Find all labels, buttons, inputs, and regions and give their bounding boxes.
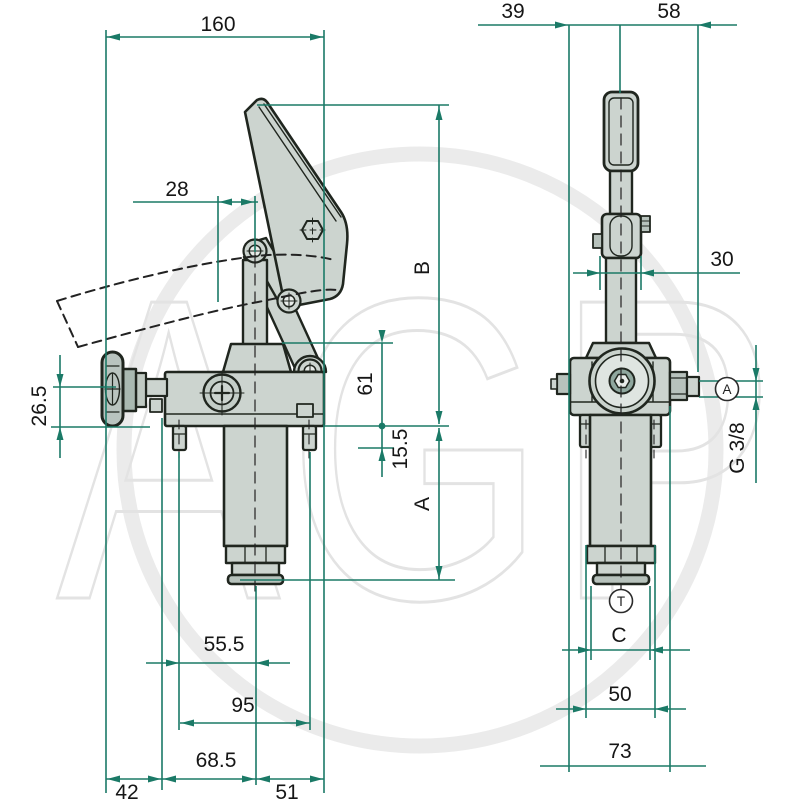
left-view bbox=[56, 97, 349, 593]
dim-28-label: 28 bbox=[165, 178, 188, 201]
body-step-left bbox=[149, 398, 163, 413]
boss-cross bbox=[213, 384, 231, 402]
clevis-bolt-lines bbox=[640, 220, 651, 227]
dim-160-label: 160 bbox=[200, 13, 235, 36]
release-knob bbox=[100, 350, 169, 428]
pump-bonnet bbox=[221, 342, 293, 374]
dim-15.5-label: 15.5 bbox=[389, 429, 412, 470]
left-plug bbox=[555, 372, 572, 396]
dim-61-label: 61 bbox=[354, 372, 377, 395]
dim-55.5-label: 55.5 bbox=[204, 633, 245, 656]
dim-51-label: 51 bbox=[275, 781, 298, 800]
stud-centerlines bbox=[178, 419, 310, 459]
dim-68.5-label: 68.5 bbox=[196, 749, 237, 772]
left-plug-pin bbox=[550, 378, 558, 390]
dim-A-label: A bbox=[411, 497, 434, 511]
port-balloons: A T bbox=[608, 376, 740, 614]
watermark: AGP bbox=[55, 146, 783, 754]
hex-bolt-centermark bbox=[299, 217, 326, 243]
knob-marks bbox=[104, 365, 121, 413]
lever-edge-line bbox=[258, 106, 337, 222]
lever-edge-line-2 bbox=[263, 103, 342, 218]
dim-B-label: B bbox=[411, 261, 434, 275]
body-step-right bbox=[296, 403, 314, 418]
watermark-letters: AGP bbox=[56, 209, 783, 690]
dim-95-label: 95 bbox=[231, 694, 254, 717]
watermark-ring bbox=[116, 146, 724, 754]
front-stud-centerlines bbox=[585, 419, 655, 459]
clevis-bolt-right bbox=[640, 215, 651, 233]
dim-G38-label: G 3/8 bbox=[726, 422, 749, 473]
port-tip bbox=[685, 375, 701, 398]
hex-facets bbox=[244, 545, 267, 564]
hex-facets-front bbox=[604, 545, 638, 564]
lever-alt-position bbox=[56, 253, 337, 348]
dimension-labels: 160 28 26.5 B 61 15.5 A 55.5 95 68.5 42 … bbox=[28, 0, 749, 800]
port-A-letter: A bbox=[722, 382, 731, 397]
dim-73-label: 73 bbox=[608, 740, 631, 763]
dim-50-label: 50 bbox=[608, 683, 631, 706]
port-A-balloon bbox=[714, 376, 740, 402]
dim-30-label: 30 bbox=[710, 248, 733, 271]
dim-58-label: 58 bbox=[657, 0, 680, 23]
port-T-balloon bbox=[608, 588, 634, 614]
dimension-lines bbox=[51, 24, 763, 793]
right-view bbox=[550, 90, 701, 591]
dim-26.5-label: 26.5 bbox=[28, 386, 51, 427]
dimension-arrows bbox=[56, 21, 760, 783]
hub-dot bbox=[619, 378, 625, 384]
dim-42-label: 42 bbox=[115, 781, 138, 800]
port-hex bbox=[668, 370, 689, 402]
dim-39-label: 39 bbox=[501, 0, 524, 23]
dim-C-label: C bbox=[611, 624, 626, 647]
clevis-bolt-left bbox=[592, 233, 603, 249]
port-T-letter: T bbox=[617, 594, 625, 609]
port-hex-facets bbox=[669, 377, 688, 395]
